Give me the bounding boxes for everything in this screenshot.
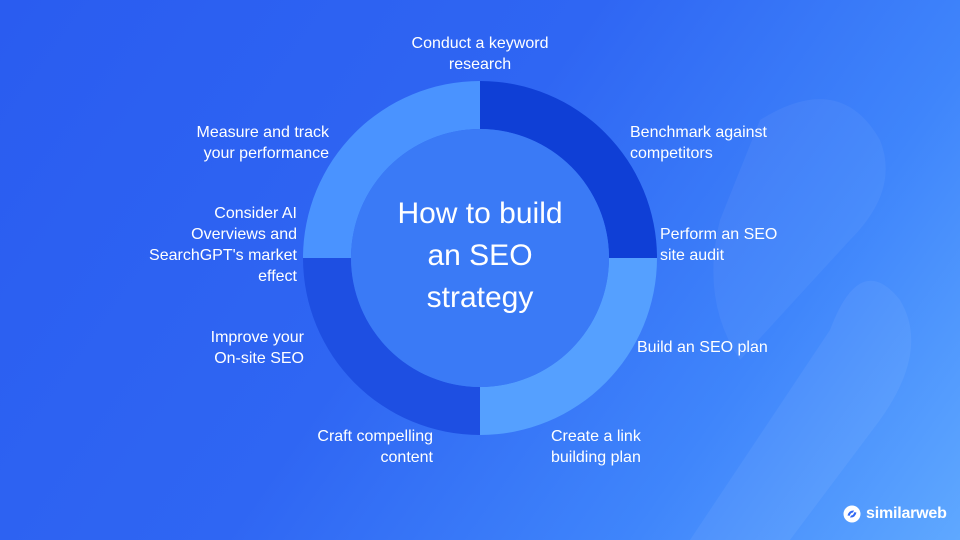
step-line: site audit (660, 247, 725, 264)
step-measure: Measure and track your performance (196, 122, 329, 164)
step-line: effect (258, 268, 297, 285)
wheel-segment-bottom-left (303, 258, 480, 435)
wheel-segment-top-left (303, 81, 480, 258)
step-line: Create a link (551, 428, 641, 445)
title-line: an SEO (427, 239, 533, 272)
step-line: your performance (203, 145, 329, 162)
strategy-wheel (303, 81, 657, 435)
step-line: research (448, 56, 512, 73)
step-seo-plan: Build an SEO plan (637, 337, 768, 358)
step-line: Improve your (210, 329, 304, 346)
wheel-segment-bottom-right (480, 258, 657, 435)
similarweb-logo: similarweb (843, 503, 947, 525)
step-keyword-research: Conduct a keyword research (392, 33, 568, 75)
step-line: content (380, 449, 433, 466)
step-onsite-seo: Improve your On-site SEO (211, 327, 304, 369)
wheel-center (351, 129, 609, 387)
similarweb-logo-icon (843, 505, 861, 523)
step-line: On-site SEO (214, 350, 304, 367)
step-line: SearchGPT's market (149, 247, 297, 264)
step-link-building: Create a link building plan (551, 426, 641, 468)
title-line: strategy (426, 281, 534, 314)
step-line: building plan (551, 449, 641, 466)
step-ai-overviews: Consider AI Overviews and SearchGPT's ma… (149, 203, 297, 287)
diagram-title: How to build an SEO strategy (360, 193, 600, 319)
step-line: Craft compelling (317, 428, 433, 445)
step-site-audit: Perform an SEO site audit (660, 224, 777, 266)
step-content: Craft compelling content (317, 426, 433, 468)
step-line: Measure and track (196, 124, 329, 141)
step-line: Consider AI (214, 205, 297, 222)
step-line: Build an SEO plan (637, 339, 768, 356)
wheel-segment-top-right (480, 81, 657, 258)
brand-name: similarweb (866, 505, 947, 522)
step-benchmark: Benchmark against competitors (630, 122, 767, 164)
title-line: How to build (397, 197, 563, 230)
step-line: competitors (630, 145, 713, 162)
step-line: Overviews and (191, 226, 297, 243)
step-line: Benchmark against (630, 124, 767, 141)
step-line: Conduct a keyword (411, 35, 549, 52)
step-line: Perform an SEO (660, 226, 778, 243)
